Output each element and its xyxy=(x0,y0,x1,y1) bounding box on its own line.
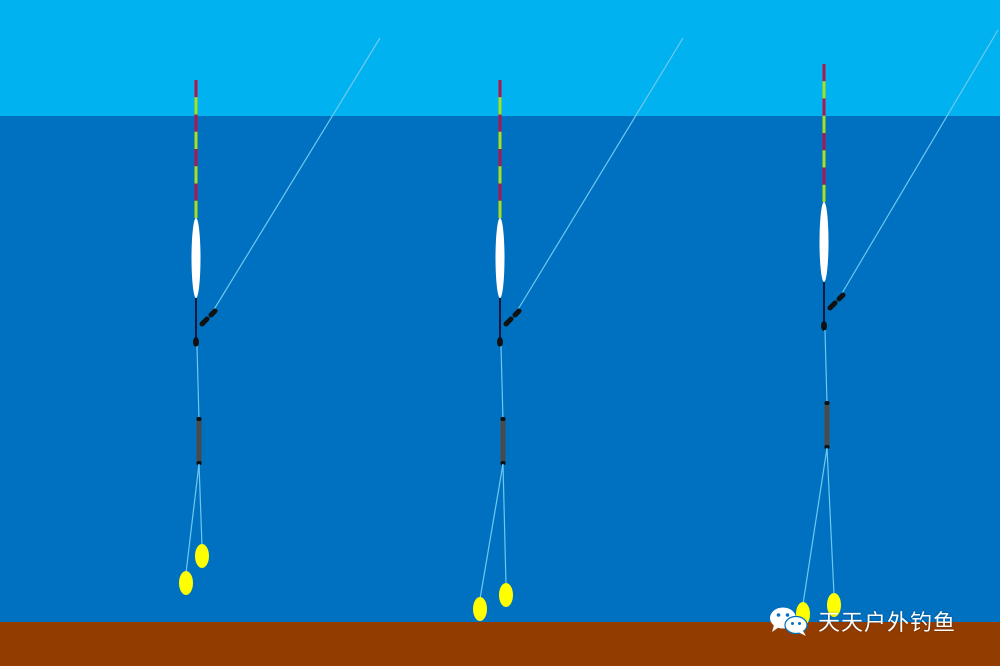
float-antenna-band xyxy=(822,98,826,116)
float-antenna-band xyxy=(194,80,198,98)
leader-line xyxy=(824,329,828,405)
bait-upper xyxy=(499,583,513,607)
float-body xyxy=(191,218,201,298)
hook-line-short xyxy=(826,447,835,596)
float-antenna-band xyxy=(822,184,826,202)
watermark-text: 天天户外钓鱼 xyxy=(818,611,957,636)
float-antenna-band xyxy=(498,149,502,167)
wechat-icon xyxy=(770,607,808,636)
main-line xyxy=(837,29,999,301)
stop-bead xyxy=(193,337,199,347)
float-antenna-band xyxy=(194,97,198,115)
float-antenna-band xyxy=(822,150,826,168)
leader-line xyxy=(196,345,200,421)
sinker-cap xyxy=(824,401,830,405)
sinker-cap xyxy=(196,417,202,421)
lake-bottom xyxy=(0,622,1000,666)
rigs xyxy=(179,29,999,626)
watermark: 天天户外钓鱼 xyxy=(768,603,956,639)
hook-line-long xyxy=(479,463,504,600)
float-antenna-band xyxy=(498,114,502,132)
float-antenna-band xyxy=(822,81,826,99)
rig-1 xyxy=(179,37,381,595)
swivel-bead xyxy=(836,292,846,302)
main-line xyxy=(513,37,684,317)
stop-bead xyxy=(497,337,503,347)
float-antenna-band xyxy=(194,114,198,132)
float-antenna-band xyxy=(498,80,502,98)
sinker-cap xyxy=(196,461,202,465)
float-body xyxy=(819,202,829,282)
sinker xyxy=(196,420,202,462)
float-antenna-band xyxy=(194,131,198,149)
bait-lower xyxy=(473,597,487,621)
hook-line-long xyxy=(802,447,828,605)
float-antenna-band xyxy=(498,183,502,201)
float-antenna-band xyxy=(194,166,198,184)
float-antenna-band xyxy=(498,166,502,184)
float-antenna-band xyxy=(194,200,198,218)
rig-3 xyxy=(796,29,999,626)
float-antenna-band xyxy=(822,167,826,185)
float-antenna-band xyxy=(822,133,826,151)
stop-bead xyxy=(821,321,827,331)
hook-line-long xyxy=(185,463,200,574)
swivel-bead xyxy=(503,316,514,327)
leader-line xyxy=(500,345,504,421)
hook-line-short xyxy=(502,463,507,586)
bait-upper xyxy=(195,544,209,568)
sinker-cap xyxy=(500,417,506,421)
main-line xyxy=(209,37,381,317)
float-body xyxy=(495,218,505,298)
sinker-cap xyxy=(824,445,830,449)
rig-2 xyxy=(473,37,684,621)
float-antenna-band xyxy=(498,97,502,115)
swivel-bead xyxy=(208,308,218,318)
swivel-bead xyxy=(512,308,522,318)
float-antenna-band xyxy=(194,183,198,201)
sinker xyxy=(500,420,506,462)
bait-lower xyxy=(179,571,193,595)
float-antenna-band xyxy=(498,131,502,149)
sinker xyxy=(824,404,830,446)
sinker-cap xyxy=(500,461,506,465)
float-antenna-band xyxy=(822,64,826,82)
swivel-bead xyxy=(199,316,210,327)
hook-line-short xyxy=(198,463,203,547)
float-antenna-band xyxy=(194,149,198,167)
bait-upper xyxy=(827,593,841,617)
swivel-bead xyxy=(827,300,838,311)
float-antenna-band xyxy=(822,115,826,133)
float-antenna-band xyxy=(498,200,502,218)
